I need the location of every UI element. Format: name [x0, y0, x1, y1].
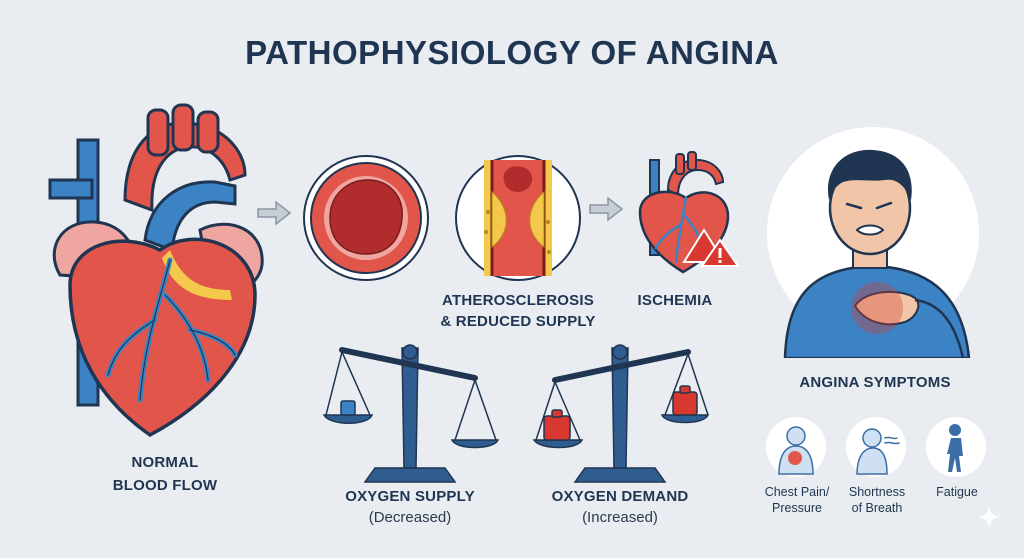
normal-line2: BLOOD FLOW	[112, 477, 218, 494]
symptoms-heading: ANGINA SYMPTOMS	[799, 374, 951, 391]
warning-icon	[700, 238, 740, 267]
symptom-chest-line1: Chest Pain/	[764, 485, 830, 499]
fatigue-icon	[926, 417, 986, 477]
chest-pain-icon	[766, 417, 826, 477]
flow-arrow-1-icon	[257, 200, 292, 226]
oxygen-supply-label: OXYGEN SUPPLY	[345, 488, 475, 505]
symptom-breath-line2: of Breath	[851, 501, 903, 515]
oxygen-demand-scale	[532, 344, 710, 483]
ischemia-label: ISCHEMIA	[637, 292, 713, 309]
flow-arrow-2-icon	[589, 196, 624, 222]
symptom-breath-line1: Shortness	[848, 485, 906, 499]
artery-cross-section	[303, 155, 429, 281]
athero-line2: & REDUCED SUPPLY	[440, 313, 596, 330]
symptom-fatigue-line1: Fatigue	[936, 485, 978, 499]
page-title: PATHOPHYSIOLOGY OF ANGINA	[245, 34, 779, 71]
oxygen-demand-label: OXYGEN DEMAND	[551, 488, 689, 505]
atherosclerosis-vessel	[455, 155, 581, 281]
patient-illustration	[767, 127, 979, 358]
shortness-of-breath-icon	[846, 417, 906, 477]
oxygen-demand-note: (Increased)	[582, 509, 658, 526]
sparkle-icon	[977, 505, 1001, 529]
athero-line1: ATHEROSCLEROSIS	[442, 292, 594, 309]
normal-heart-illustration	[48, 103, 264, 438]
symptom-chest-line2: Pressure	[771, 501, 823, 515]
normal-line1: NORMAL	[131, 454, 199, 471]
oxygen-supply-note: (Decreased)	[368, 509, 452, 526]
oxygen-supply-scale	[322, 344, 500, 483]
